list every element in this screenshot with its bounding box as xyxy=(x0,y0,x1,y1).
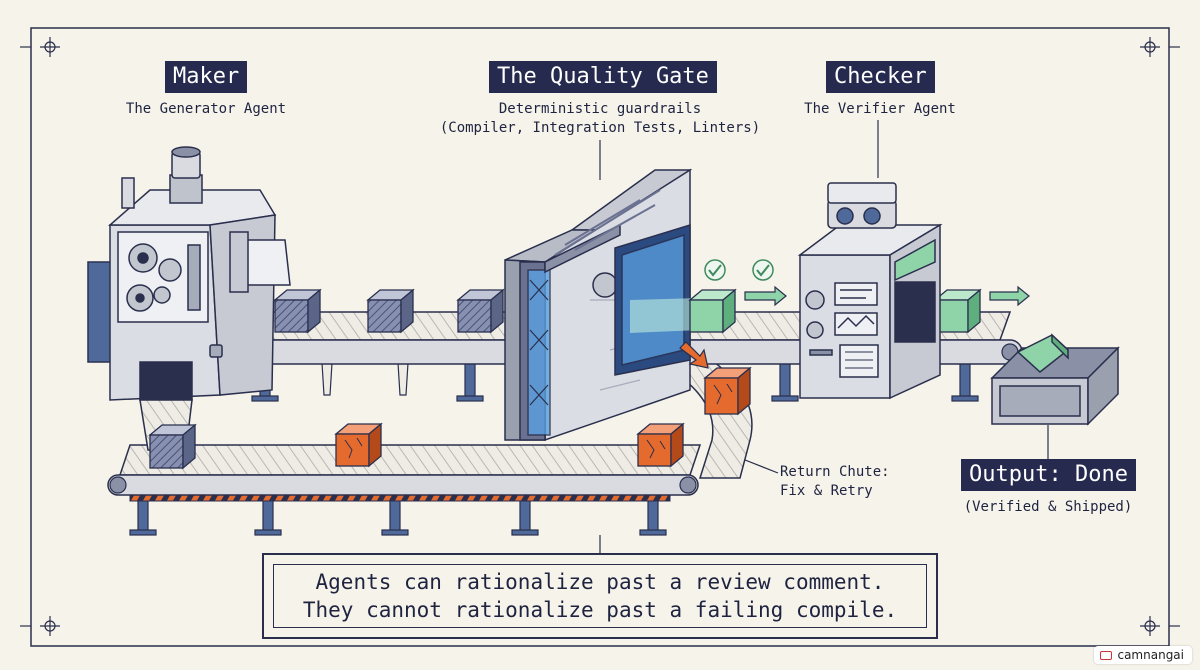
quote-panel: Agents can rationalize past a review com… xyxy=(262,553,938,639)
pending-box xyxy=(366,288,415,334)
drawing-frame xyxy=(30,27,1170,647)
checker-machine xyxy=(797,182,943,400)
brand-icon xyxy=(1100,650,1113,660)
check-icon xyxy=(704,259,726,281)
scan-field xyxy=(630,298,700,333)
right-arrow-icon xyxy=(989,285,1030,307)
output-title: Output: Done xyxy=(961,459,1136,491)
return-chute-label-line1: Return Chute: xyxy=(780,464,890,480)
maker-title: Maker xyxy=(165,61,248,93)
checker-subtitle: The Verifier Agent xyxy=(804,101,956,117)
passed-box xyxy=(688,288,737,334)
maker-machine xyxy=(87,146,291,451)
failed-box xyxy=(703,366,752,416)
maker-subtitle: The Generator Agent xyxy=(125,101,287,117)
quality-gate-subtitle-line1: Deterministic guardrails xyxy=(498,101,702,117)
failed-box xyxy=(334,422,383,468)
pending-box xyxy=(273,288,322,334)
failed-box xyxy=(636,422,685,468)
crosshair-icon xyxy=(1140,616,1160,636)
passed-boxes xyxy=(688,288,982,334)
return-chute-label-line2: Fix & Retry xyxy=(780,483,873,499)
checker-title: Checker xyxy=(826,61,935,93)
output-bin xyxy=(990,333,1120,426)
down-right-arrow-icon xyxy=(679,341,709,369)
check-icon xyxy=(752,259,774,281)
crosshair-icon xyxy=(1140,37,1160,57)
corner-marks xyxy=(20,37,1180,636)
right-arrow-icon xyxy=(744,285,787,307)
watermark: camnangai xyxy=(1094,646,1192,664)
pending-box xyxy=(148,423,197,470)
quality-gate-subtitle-line2: (Compiler, Integration Tests, Linters) xyxy=(439,120,761,136)
quote-inner-frame: Agents can rationalize past a review com… xyxy=(273,564,927,628)
quote-line-1: Agents can rationalize past a review com… xyxy=(315,570,885,594)
watermark-text: camnangai xyxy=(1117,648,1184,662)
quality-gate-title: The Quality Gate xyxy=(489,61,717,93)
crosshair-icon xyxy=(40,616,60,636)
lower-conveyor xyxy=(107,444,702,536)
passed-box xyxy=(933,288,982,334)
output-subtitle: (Verified & Shipped) xyxy=(963,499,1133,515)
pending-boxes xyxy=(148,288,505,470)
pending-box xyxy=(456,288,505,334)
quote-line-2: They cannot rationalize past a failing c… xyxy=(302,598,898,622)
failed-boxes xyxy=(334,366,752,468)
leader-lines xyxy=(599,120,1049,553)
crosshair-icon xyxy=(40,37,60,57)
